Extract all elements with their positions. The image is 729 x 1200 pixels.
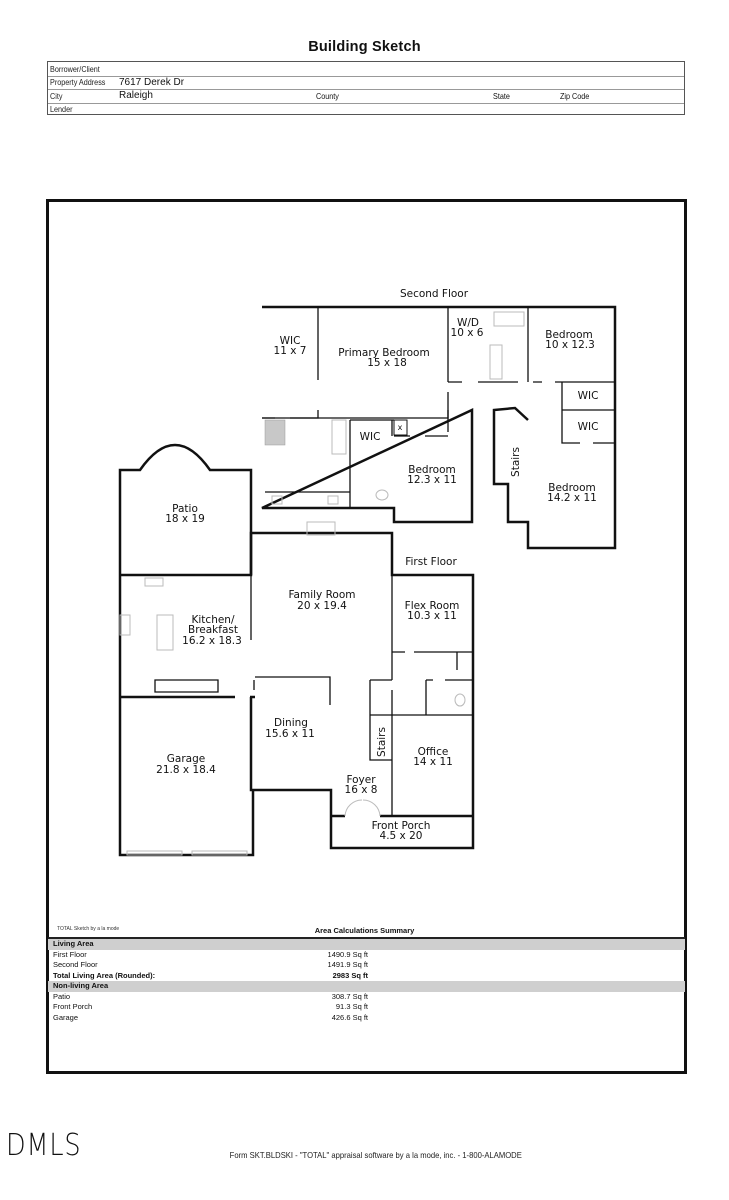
row-label: Patio: [53, 991, 71, 1001]
room-kitchen-name: Kitchen/: [192, 614, 235, 626]
row-value: 308.7 Sq ft: [331, 991, 368, 1001]
property-info-header: Borrower/Client Property Address 7617 De…: [47, 61, 685, 115]
room-garage-dims: 21.8 x 18.4: [156, 764, 216, 776]
closet-marker: x: [398, 423, 403, 432]
sketch-frame: [46, 199, 687, 1074]
dmls-logo: DMLS: [6, 1128, 82, 1163]
living-area-header: Living Area: [48, 939, 685, 950]
total-row: Total Living Area (Rounded): 2983 Sq ft: [48, 971, 685, 982]
row-value: 91.3 Sq ft: [335, 1002, 368, 1011]
second-floor-label: Second Floor: [400, 288, 469, 300]
room-primary-bedroom-dims: 15 x 18: [367, 357, 407, 369]
linen-closet: [393, 419, 408, 436]
address-label: Property Address: [50, 77, 106, 87]
state-label: State: [493, 90, 510, 101]
room-dining-dims: 15.6 x 11: [265, 728, 315, 740]
fixtures: [119, 311, 525, 856]
room-flex-room-dims: 10.3 x 11: [407, 610, 457, 622]
room-kitchen-dims: 16.2 x 18.3: [182, 635, 242, 647]
table-row: Front Porch 91.3 Sq ft: [48, 1002, 685, 1013]
summary-title: Area Calculations Summary: [314, 926, 415, 935]
zip-label: Zip Code: [560, 90, 590, 101]
address-value: 7617 Derek Dr: [119, 76, 185, 88]
table-row: First Floor 1490.9 Sq ft: [48, 950, 685, 961]
room-patio-name: Patio: [172, 503, 198, 515]
first-floor-label: First Floor: [405, 556, 457, 568]
room-wic-3-name: WIC: [578, 421, 599, 433]
form-footer-text: Form SKT.BLDSKI - "TOTAL" appraisal soft…: [229, 1150, 522, 1160]
nonliving-area-header: Non-living Area: [48, 981, 685, 992]
row-label: Second Floor: [53, 960, 98, 969]
room-wic-1-dims: 11 x 7: [274, 345, 307, 357]
room-dining-name: Dining: [274, 717, 308, 729]
table-row: Patio 308.7 Sq ft: [48, 992, 685, 1003]
lender-row: Lender: [48, 103, 684, 117]
total-label: Total Living Area (Rounded):: [53, 970, 156, 980]
row-label: First Floor: [53, 949, 87, 959]
row-value: 1490.9 Sq ft: [327, 949, 368, 959]
address-row: Property Address 7617 Derek Dr: [48, 76, 684, 90]
room-family-room-name: Family Room: [288, 589, 355, 601]
room-primary-bedroom-name: Primary Bedroom: [338, 347, 429, 359]
city-label: City: [50, 90, 63, 101]
county-label: County: [316, 90, 339, 101]
area-summary-table: Living Area First Floor 1490.9 Sq ft Sec…: [48, 937, 685, 1023]
room-foyer-name: Foyer: [346, 774, 376, 786]
borrower-row: Borrower/Client: [48, 62, 684, 77]
room-front-porch-name: Front Porch: [372, 820, 431, 832]
table-row: Garage 426.6 Sq ft: [48, 1013, 685, 1024]
row-value: 1491.9 Sq ft: [327, 960, 368, 969]
room-stairs-2-name: Stairs: [510, 447, 522, 477]
room-wd-name: W/D: [457, 317, 479, 329]
room-patio-dims: 18 x 19: [165, 513, 205, 525]
room-wic-4-name: WIC: [360, 431, 381, 443]
room-office-name: Office: [418, 746, 449, 758]
table-row: Second Floor 1491.9 Sq ft: [48, 960, 685, 971]
room-wic-1-name: WIC: [280, 335, 301, 347]
room-wd-dims: 10 x 6: [451, 327, 484, 339]
city-value: Raleigh: [119, 90, 153, 101]
sketch-credit: TOTAL Sketch by a la mode: [57, 926, 120, 932]
room-bedroom-3-dims: 12.3 x 11: [407, 474, 457, 486]
room-bedroom-4-dims: 14.2 x 11: [547, 492, 597, 504]
room-family-room-dims: 20 x 19.4: [297, 600, 347, 612]
room-flex-room-name: Flex Room: [405, 600, 460, 612]
room-front-porch-dims: 4.5 x 20: [380, 830, 423, 842]
room-bedroom-2-name: Bedroom: [545, 329, 593, 341]
room-bedroom-3-name: Bedroom: [408, 464, 456, 476]
interior-walls: [120, 307, 615, 816]
row-value: 426.6 Sq ft: [331, 1012, 368, 1022]
city-row: City Raleigh County State Zip Code: [48, 89, 684, 104]
lender-label: Lender: [50, 104, 73, 114]
page-title: Building Sketch: [308, 39, 421, 55]
room-wic-2-name: WIC: [578, 390, 599, 402]
room-office-dims: 14 x 11: [413, 756, 453, 768]
room-bedroom-2-dims: 10 x 12.3: [545, 339, 595, 351]
shower-tile: [264, 419, 286, 446]
row-label: Garage: [53, 1012, 79, 1022]
borrower-label: Borrower/Client: [50, 63, 100, 74]
room-stairs-1-name: Stairs: [376, 727, 388, 757]
room-garage-name: Garage: [167, 753, 205, 765]
room-kitchen-name-2: Breakfast: [188, 624, 238, 636]
row-label: Front Porch: [53, 1002, 93, 1011]
total-value: 2983 Sq ft: [332, 970, 368, 980]
room-bedroom-4-name: Bedroom: [548, 482, 596, 494]
room-foyer-dims: 16 x 8: [345, 784, 378, 796]
